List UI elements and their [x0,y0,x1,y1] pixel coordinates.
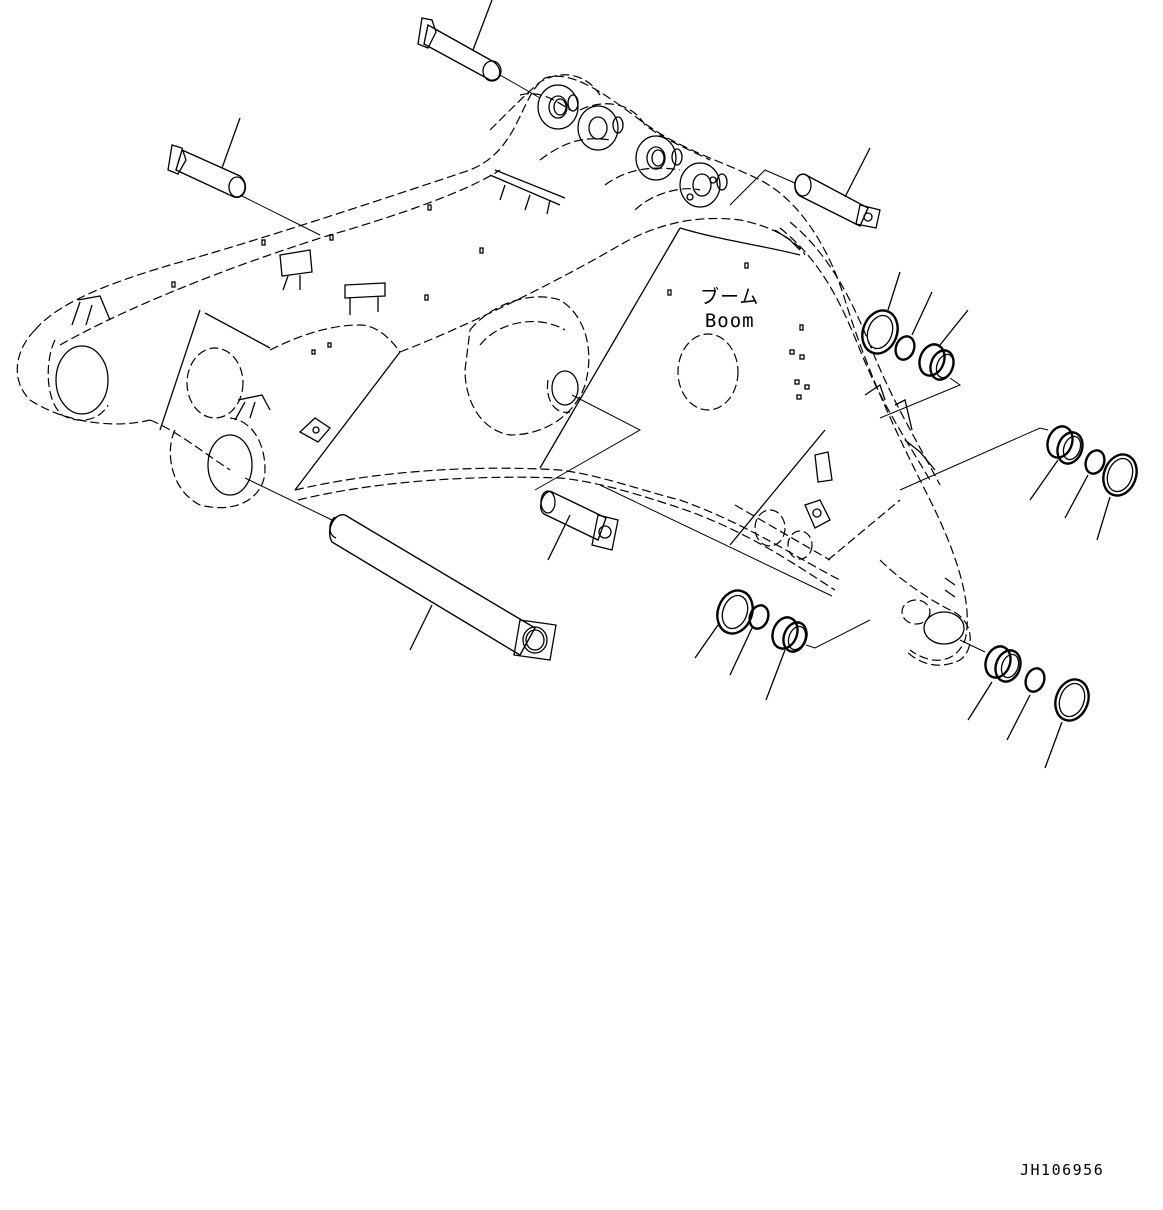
boom-label-en: Boom [704,310,755,332]
pin-upper-left [167,117,321,236]
seal-set-lower-center [694,589,871,701]
arm-bracket [171,74,936,483]
boom-label-jp: ブーム [700,286,760,308]
pin-upper-right [729,147,881,229]
pin-top-arm [417,0,541,99]
seal-set-right-middle [899,425,1138,541]
pin-long-foot [244,477,557,661]
seal-set-lower-right [959,639,1090,769]
seal-set-right-upper [861,271,969,419]
boom-label: ブーム Boom [700,285,759,333]
pin-center [534,394,642,561]
boom-body [16,75,971,666]
drawing-id: JH106956 [1020,1161,1105,1179]
